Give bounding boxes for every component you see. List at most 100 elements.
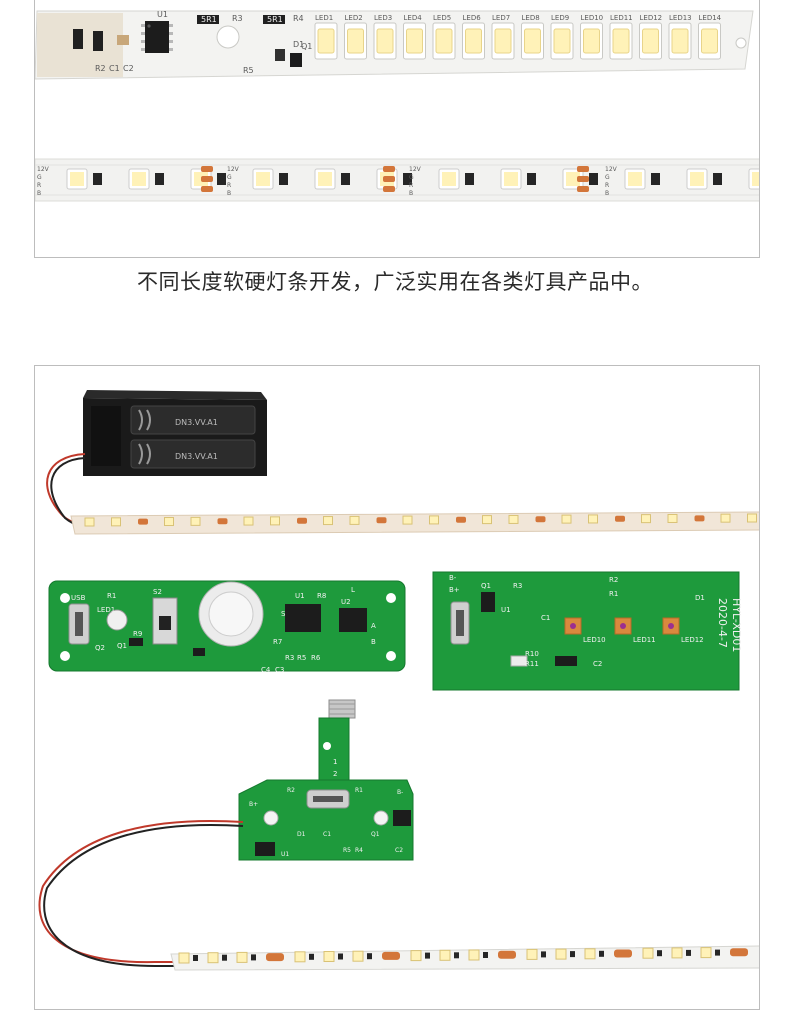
- label-u1: U1: [157, 10, 168, 19]
- battery-cell-label-2: DN3.VV.A1: [175, 452, 218, 461]
- bottom-led-strip: [170, 945, 759, 971]
- label-c2: C2: [123, 64, 134, 73]
- label-q1: Q1: [301, 42, 312, 51]
- solder-pad: [201, 176, 213, 182]
- uv-label-led12: LED12: [681, 636, 704, 644]
- label-5r1-b: 5R1: [267, 15, 283, 24]
- pir-label-b: B: [371, 638, 376, 646]
- diag-solder-pad: [217, 518, 228, 525]
- label-5r1-a: 5R1: [201, 15, 217, 24]
- typec-label-pin2: 2: [333, 770, 337, 778]
- soft-strip-resistor: [589, 173, 598, 185]
- diag-strip-led: [747, 513, 757, 523]
- rigid-led: LED12: [639, 14, 663, 60]
- solder-pad: [383, 166, 395, 172]
- diag-solder-pad: [376, 517, 387, 524]
- diag-strip-led: [641, 514, 651, 524]
- rigid-led: LED10: [580, 14, 604, 60]
- label-r3: R3: [232, 14, 243, 23]
- label-r4: R4: [293, 14, 304, 23]
- typec-label-pin1: 1: [333, 758, 337, 766]
- diag-strip-led: [243, 516, 254, 526]
- bottom-strip-led: [584, 948, 596, 960]
- rigid-led-label: LED10: [581, 14, 604, 22]
- rigid-led-label: LED2: [345, 14, 363, 22]
- rigid-led-label: LED12: [640, 14, 663, 22]
- soft-strip-pad-label: R: [605, 182, 609, 189]
- solder-pad: [577, 186, 589, 192]
- uv-label-d1: D1: [695, 594, 705, 602]
- soft-strip-pad-label: R: [227, 182, 231, 189]
- rigid-led: LED1: [314, 14, 338, 60]
- pir-label-led1: LED1: [97, 606, 115, 614]
- uv-date-label: 2020-4-7: [716, 598, 729, 648]
- bottom-solder-pad: [498, 950, 516, 959]
- diag-strip-led: [508, 514, 519, 524]
- soft-strip-pad-label: B: [227, 190, 231, 197]
- bottom-strip-led: [236, 951, 248, 963]
- soft-strip-pad-label: G: [409, 174, 414, 181]
- rigid-led-label: LED11: [610, 14, 633, 22]
- pir-label-r6: R6: [311, 654, 321, 662]
- pir-label-usb: USB: [71, 594, 86, 602]
- pir-label-q1: Q1: [117, 642, 127, 650]
- soft-strip-pad-label: G: [37, 174, 42, 181]
- label-r5: R5: [243, 66, 254, 75]
- typec-label-d1: D1: [297, 831, 306, 838]
- uv-label-q1: Q1: [481, 582, 491, 590]
- typec-label-q1: Q1: [371, 831, 380, 838]
- rigid-led-label: LED3: [374, 14, 392, 22]
- rigid-led: LED4: [403, 14, 426, 60]
- rigid-led: LED14: [698, 14, 722, 60]
- diag-strip-led: [588, 514, 598, 524]
- rigid-led-label: LED6: [463, 14, 482, 22]
- bottom-strip-led: [642, 947, 654, 959]
- bottom-strip-led: [439, 949, 451, 961]
- rigid-led: LED9: [550, 14, 574, 60]
- diagonal-led-strip: [70, 511, 759, 535]
- diag-solder-pad: [138, 518, 148, 525]
- pir-label-r5: R5: [297, 654, 306, 662]
- diag-strip-led: [190, 516, 201, 526]
- diag-strip-led: [720, 513, 731, 523]
- solder-pad: [383, 186, 395, 192]
- typec-charge-board: B+ B- R2 D1 C1 U1 Q1 R1 R5 R4 C2 1 2: [38, 699, 414, 968]
- rigid-led-label: LED9: [551, 14, 569, 22]
- uv-label-c2: C2: [593, 660, 602, 668]
- uv-led-board: B- B+ Q1 R3 U1 R2 R1 R10 R11 LED10 LED11…: [432, 571, 743, 691]
- rigid-led-label: LED14: [699, 14, 722, 22]
- soft-strip-resistor: [279, 173, 288, 185]
- soft-strip-pad-label: 12V: [409, 166, 422, 173]
- bottom-strip-led: [178, 952, 190, 964]
- label-c1: C1: [109, 64, 120, 73]
- uv-model-label: HYL-XD01: [730, 598, 743, 652]
- pir-label-r8: R8: [317, 592, 326, 600]
- pir-label-s2: S2: [153, 588, 162, 596]
- diag-strip-led: [111, 517, 121, 527]
- diag-solder-pad: [694, 515, 705, 522]
- uv-label-r11: R11: [525, 660, 539, 668]
- pir-label-u1: U1: [295, 592, 305, 600]
- pir-label-r7: R7: [273, 638, 282, 646]
- typec-label-bminus: B-: [397, 789, 403, 796]
- diag-solder-pad: [615, 515, 625, 522]
- pir-label-r9: R9: [133, 630, 142, 638]
- diag-strip-led: [429, 515, 439, 525]
- pir-label-l: L: [351, 586, 355, 594]
- uv-label-r3: R3: [513, 582, 522, 590]
- soft-strip-pad-label: B: [409, 190, 413, 197]
- diag-strip-led: [349, 515, 360, 525]
- typec-label-r5: R5: [343, 847, 351, 854]
- pcb-boards-illustration: DN3.VV.A1 DN3.VV.A1: [38, 390, 759, 971]
- diag-strip-led: [561, 514, 572, 524]
- uv-label-u1: U1: [501, 606, 511, 614]
- solder-pad: [201, 166, 213, 172]
- soft-strip-pad-label: G: [227, 174, 232, 181]
- label-r2: R2: [95, 64, 106, 73]
- bottom-strip-led: [323, 951, 335, 962]
- rigid-led: LED13: [668, 14, 692, 60]
